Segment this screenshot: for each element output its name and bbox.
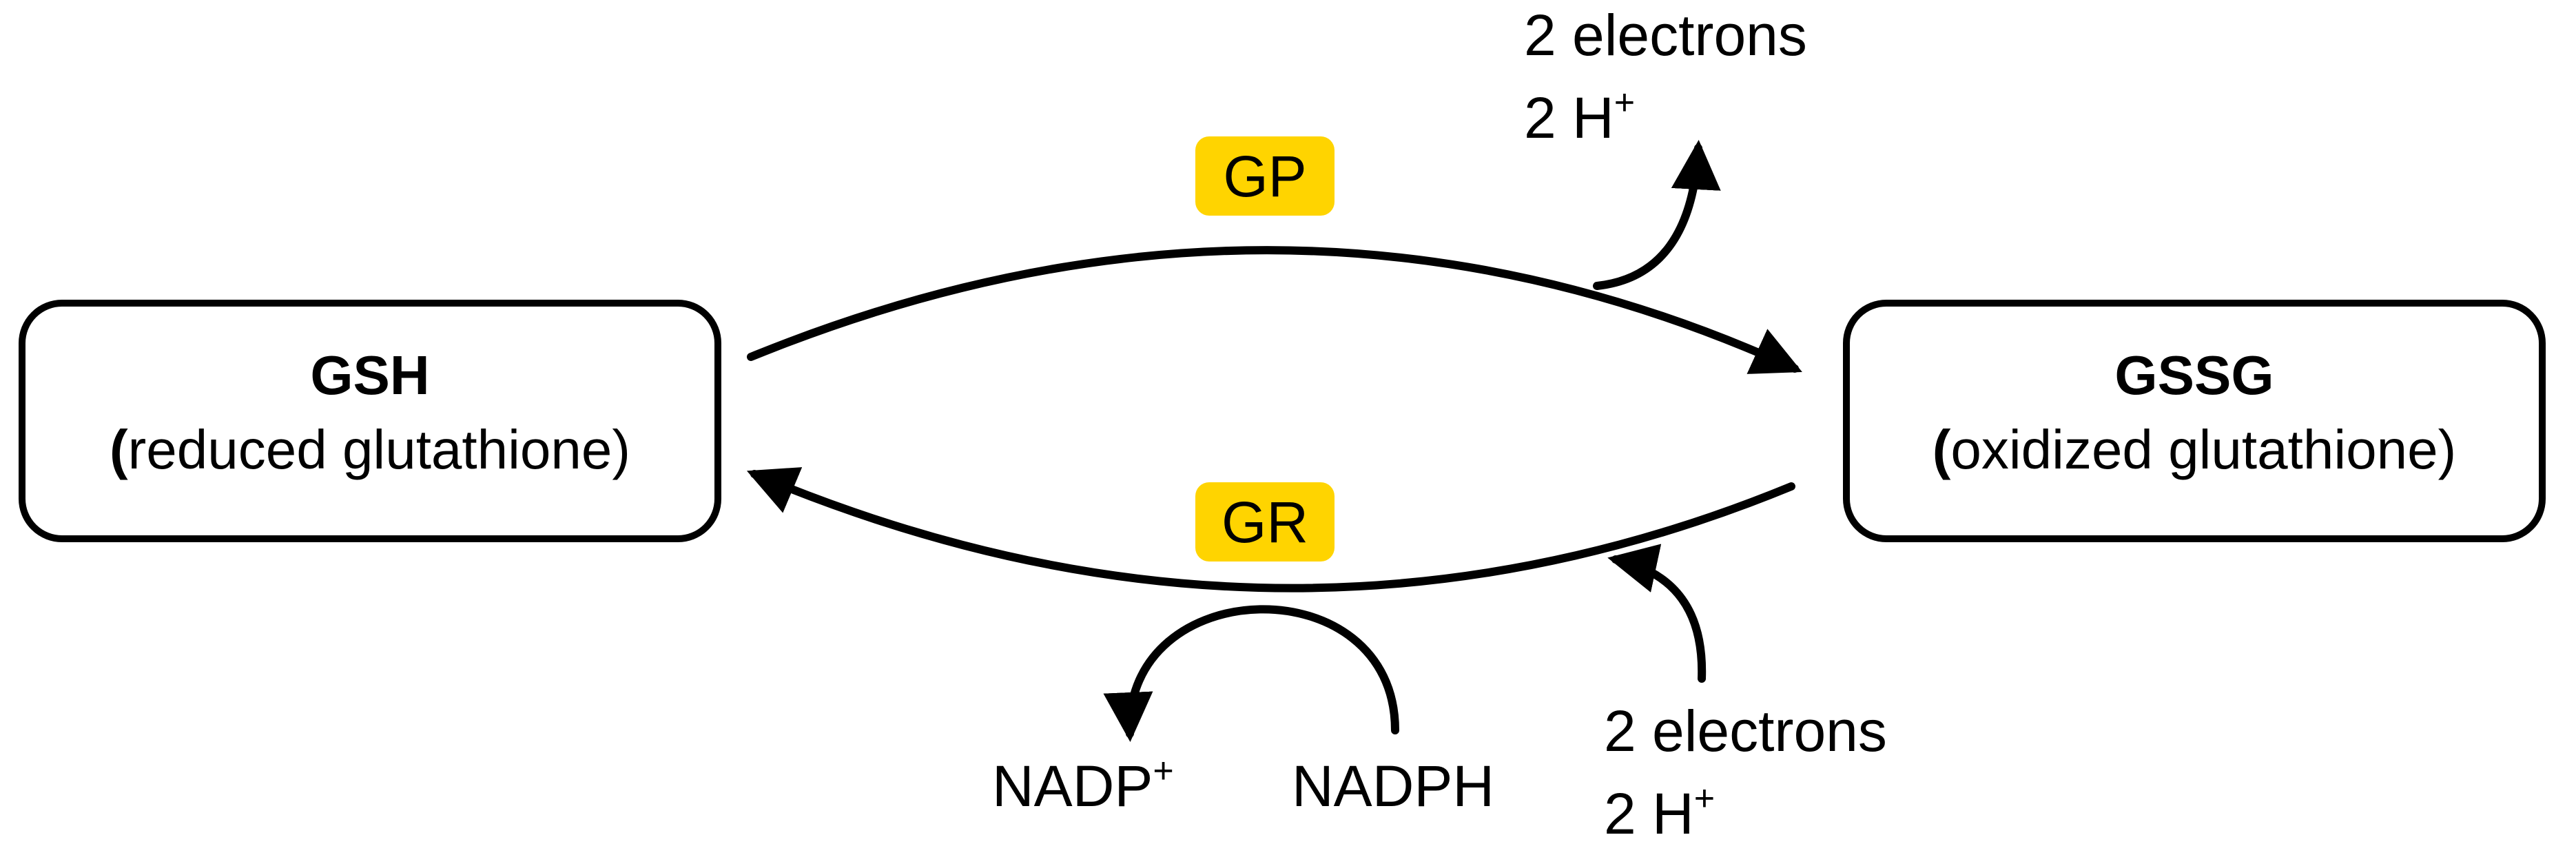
electron-input-arrow (1607, 544, 1707, 683)
gsh-box (19, 300, 721, 542)
gr-label: GR (1222, 490, 1308, 555)
bottom-protons-label: 2 H+ (1604, 779, 1715, 846)
nadph-label: NADPH (1292, 754, 1494, 818)
bottom-input-labels: 2 electrons 2 H+ (1604, 699, 1887, 846)
gp-label: GP (1223, 144, 1306, 209)
top-electrons-label: 2 electrons (1524, 3, 1807, 68)
gsh-node: GSH (reduced glutathione) (19, 300, 721, 542)
oxidation-arrow (747, 246, 1802, 374)
gp-enzyme-badge: GP (1195, 136, 1335, 216)
gssg-node: GSSG (oxidized glutathione) (1843, 300, 2546, 542)
top-release-labels: 2 electrons 2 H+ (1524, 3, 1807, 150)
gssg-subtitle: (oxidized glutathione) (1933, 419, 2456, 480)
gp-pill (1195, 136, 1335, 216)
gr-pill (1195, 482, 1335, 562)
cofactor-labels: NADP+ NADPH (992, 751, 1494, 818)
gsh-title: GSH (310, 344, 429, 406)
nadp-plus-label: NADP+ (992, 751, 1174, 818)
gssg-box (1843, 300, 2546, 542)
reduction-arrow (746, 467, 1795, 593)
bottom-electrons-label: 2 electrons (1604, 699, 1887, 763)
top-protons-label: 2 H+ (1524, 83, 1635, 150)
nadph-conversion-arrow (1103, 605, 1399, 742)
gsh-subtitle: (reduced glutathione) (110, 419, 630, 480)
gr-enzyme-badge: GR (1195, 482, 1335, 562)
electron-release-arrow (1593, 140, 1721, 290)
gssg-title: GSSG (2114, 344, 2274, 406)
